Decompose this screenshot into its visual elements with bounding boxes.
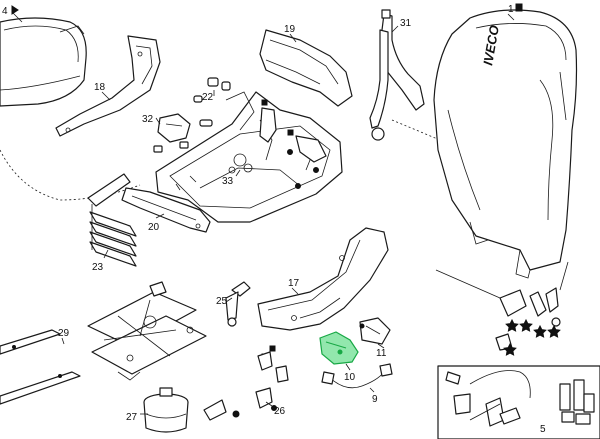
callout-4: 4	[2, 6, 8, 17]
leader-19	[289, 33, 297, 43]
callout-23: 23	[92, 262, 104, 273]
leader-25	[225, 297, 233, 303]
callout-33: 33	[222, 176, 234, 187]
part-19-cover-panel[interactable]	[259, 29, 353, 107]
part-26-hardware[interactable]	[203, 345, 289, 421]
leader-26	[265, 401, 273, 407]
callout-1: 1	[508, 4, 514, 15]
callout-32: 32	[142, 114, 154, 125]
callout-18: 18	[94, 82, 106, 93]
leader-1	[507, 13, 515, 21]
callout-4-arrow-icon	[11, 5, 19, 15]
brand-logo-text: IVECO	[480, 24, 502, 66]
part-31-seat-belt[interactable]	[369, 9, 425, 141]
part-18-side-trim[interactable]	[55, 35, 161, 137]
leader-31	[391, 25, 399, 33]
part-29-floor-rails[interactable]	[0, 329, 81, 405]
callout-19: 19	[284, 24, 296, 35]
part-9-cable[interactable]	[321, 363, 393, 389]
callout-29: 29	[58, 328, 70, 339]
part-10-highlighted-switch[interactable]	[319, 331, 359, 365]
leader-17	[291, 287, 299, 295]
part-20-rail[interactable]	[121, 187, 211, 233]
callout-labels: 4 1 18 19 31 22 32 33 20 23 25 17 11 10 …	[2, 3, 546, 435]
scissor-mechanism[interactable]	[87, 281, 207, 381]
part-33-seat-frame[interactable]	[155, 91, 343, 223]
part-27-air-spring[interactable]	[143, 387, 189, 433]
leader-18	[101, 91, 111, 101]
callout-17: 17	[288, 278, 300, 289]
callout-10: 10	[344, 372, 356, 383]
leader-20	[155, 213, 165, 219]
part-17-lower-trim[interactable]	[257, 227, 389, 331]
callout-25: 25	[216, 296, 228, 307]
leader-4	[11, 11, 23, 23]
part-22-bolts[interactable]	[193, 77, 231, 127]
callout-22: 22	[202, 92, 214, 103]
leader-9	[369, 387, 375, 393]
callout-11: 11	[376, 348, 387, 359]
leader-11	[377, 343, 385, 349]
backrest-hardware-stars[interactable]	[495, 287, 561, 356]
guide-dotted-left	[0, 149, 141, 201]
part-11-lever[interactable]	[359, 317, 391, 345]
leader-32	[155, 117, 161, 125]
leader-backrest-hardware	[435, 261, 569, 299]
callout-5: 5	[540, 424, 546, 435]
callout-20: 20	[148, 222, 160, 233]
callout-9: 9	[372, 394, 378, 405]
part-5-accessory-kit-box[interactable]	[437, 365, 600, 439]
part-23-slats[interactable]	[87, 173, 137, 267]
part-32-handle[interactable]	[153, 113, 191, 153]
leader-23	[103, 249, 109, 259]
part-25-shock-absorber[interactable]	[225, 281, 251, 327]
callout-27: 27	[126, 412, 138, 423]
leader-10	[345, 363, 351, 371]
leader-29	[61, 337, 65, 345]
part-1-seat-backrest[interactable]	[433, 9, 578, 279]
callout-26: 26	[274, 406, 286, 417]
callout-1-marker-icon	[515, 3, 523, 12]
part-4-seat-cushion[interactable]	[0, 17, 87, 107]
leader-33	[235, 169, 241, 177]
callout-31: 31	[400, 18, 412, 29]
